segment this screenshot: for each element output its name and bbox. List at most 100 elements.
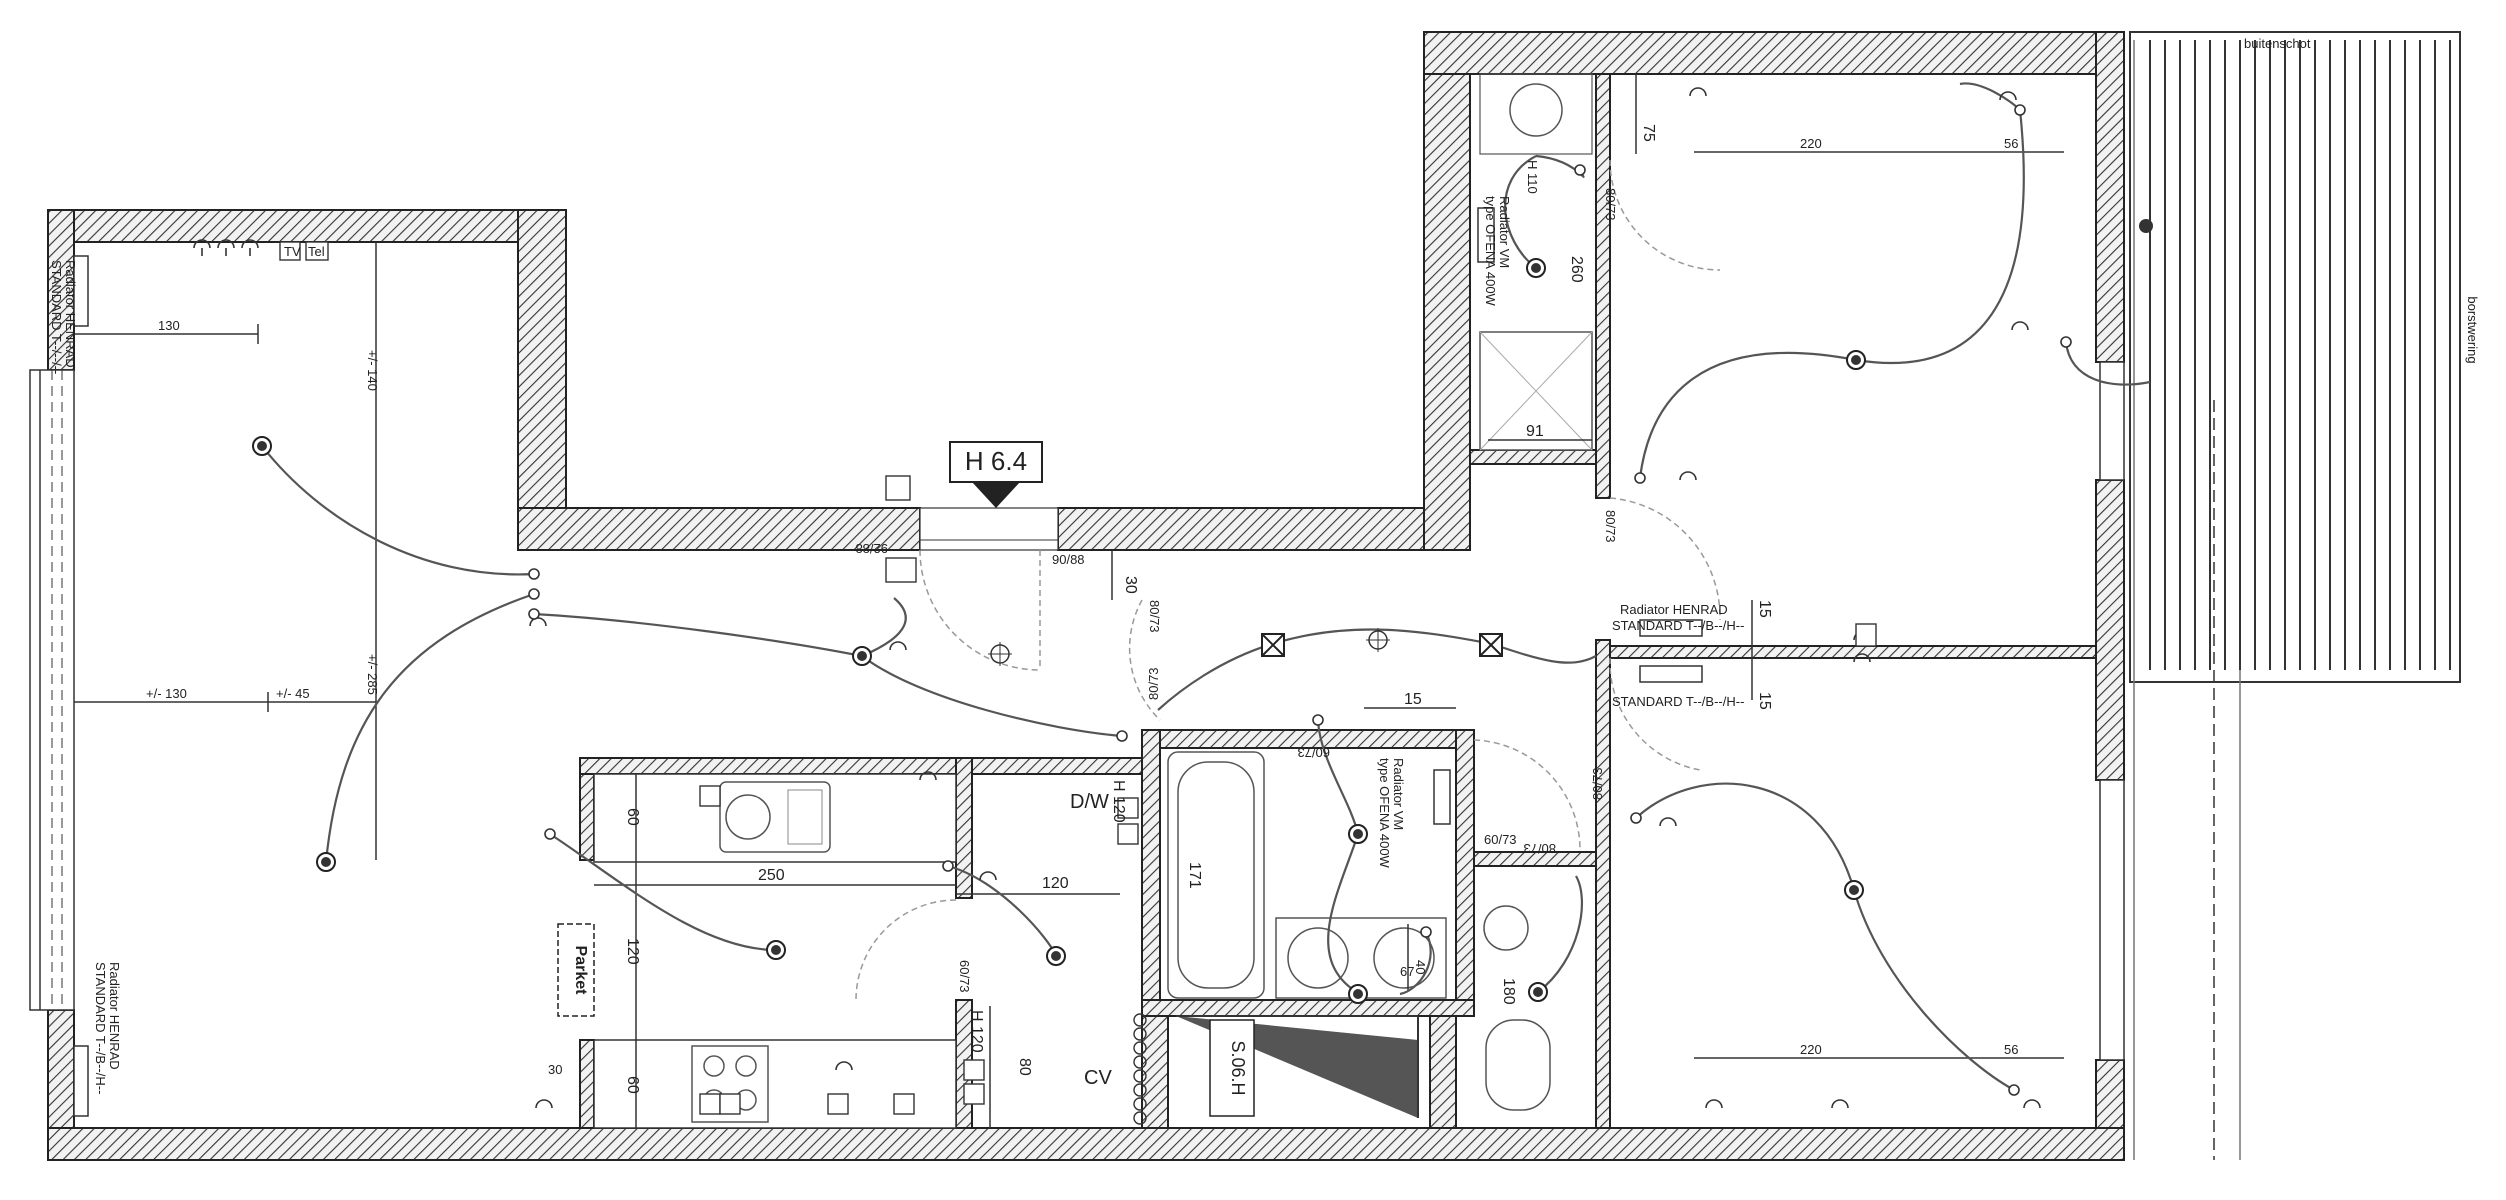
door-6073b: 60/73 [1297,745,1330,760]
location-tag-label: H 6.4 [965,446,1027,476]
dim-60b: 60 [624,1076,641,1094]
switch-icon [1630,812,1642,824]
radiator-note-hall-upper: Radiator HENRAD [1620,602,1728,617]
door-6073a: 60/73 [1484,832,1517,847]
socket-icon [217,239,235,256]
door-8073b: 80/73 [1146,667,1161,700]
ceiling-light-icon [252,436,272,456]
wall-light-icon [988,642,1012,666]
dim-250: 250 [758,867,785,884]
radiator-note-bottomleft: Radiator HENRAD [107,962,122,1070]
left-window [29,369,75,1011]
ceiling-light-icon [316,852,336,872]
switch-icon [2008,1084,2020,1096]
socket-icon [2023,1099,2041,1109]
dim-56a: 56 [2004,136,2018,151]
recessed-light-icon [1479,633,1503,657]
dim-220b: 220 [1800,1042,1822,1057]
door-9288: 92/88 [855,541,888,556]
dim-120-vertical: 120 [624,938,641,965]
dim-15a: 15 [1404,691,1422,708]
outer-walls [47,31,2125,1161]
small-outlet-boxes [279,241,1877,1115]
switch-icon [1574,164,1586,176]
door-8073e: 80/73 [1590,767,1605,800]
dim-67: 67 [1400,964,1414,979]
bath-radiator-note: Radiator VM [1391,758,1406,830]
ceiling-light-icon [1348,824,1368,844]
socket-icon [1679,471,1697,481]
height-h120a: H 120 [1110,780,1127,823]
socket-icon [1659,817,1677,827]
dim-75: 75 [1640,124,1657,142]
height-h120b: H 120 [968,1010,985,1053]
radiator-std-topleft: STANDARD T--/--/-- [49,260,64,374]
socket-icon [193,239,211,256]
shower-radiator-type: type OFENA 400W [1483,196,1498,307]
location-tag: H 6.4 [949,441,1043,508]
dimension-lines [74,74,2064,1128]
dim-220a: 220 [1800,136,1822,151]
borstwering-label: borstwering [2465,296,2480,363]
socket-icon [2011,321,2029,331]
socket-icon [1831,1099,1849,1109]
recessed-light-icon [1261,633,1285,657]
socket-symbols [193,87,2072,1109]
socket-icon [1999,91,2017,101]
ceiling-light-icon [1526,258,1546,278]
socket-icon [979,871,997,881]
switch-icon [1312,714,1324,726]
ceiling-light-icon [766,940,786,960]
switch-icon [528,608,540,620]
ceiling-light-icon [1046,946,1066,966]
dw-label: D/W [1070,791,1109,813]
radiator-std-hall-lower: STANDARD T--/B--/H-- [1612,694,1744,709]
switch-icon [2060,336,2072,348]
door-6073c: 60/73 [957,960,972,993]
parket-text: Parket [572,946,589,996]
switch-icon [942,860,954,872]
entrance-door [919,507,1059,671]
balcony [2129,31,2461,1160]
switch-icon [544,828,556,840]
ceiling-light-icon [1348,984,1368,1004]
wall-light-icon [1366,628,1390,652]
door-8073f: 80/73 [1523,841,1556,856]
shaft-pipes [1133,1013,1147,1125]
socket-icon [535,1099,553,1109]
dim-30: 30 [1122,576,1139,594]
parket-label: Parket [557,923,595,1017]
radiator-note-topleft: Radiator HENRAD [63,260,78,368]
dim-pm140: +/- 140 [365,350,380,391]
dim-80: 80 [1016,1058,1033,1076]
shower-area [1479,73,1593,451]
bath-radiator-type: type OFENA 400W [1377,758,1392,869]
height-h110: H 110 [1525,160,1540,194]
wc-fixtures [1483,905,1551,1111]
dim-56b: 56 [2004,1042,2018,1057]
radiator-std-hall-upper: STANDARD T--/B--/H-- [1612,618,1744,633]
radiator-icons [73,207,1703,1117]
unit-code: S.06.H [1209,1019,1255,1117]
socket-icon [1853,653,1871,663]
ceiling-light-icon [852,646,872,666]
switch-icon [528,568,540,580]
dim-171: 171 [1186,862,1203,889]
tv-label: TV [284,244,301,259]
dim-60a: 60 [624,808,641,826]
door-8073d: 80/73 [1603,510,1618,543]
dim-260: 260 [1568,256,1585,283]
dim-15b: 15 [1756,600,1773,618]
tel-label: Tel [308,244,325,259]
dim-15c: 15 [1756,692,1773,710]
radiator-std-bottomleft: STANDARD T--/B--/H-- [93,962,108,1094]
dim-pm130: +/- 130 [146,686,187,701]
unit-code-label: S.06.H [1228,1040,1248,1095]
switch-icon [528,588,540,600]
dim-120-horizontal: 120 [1042,875,1069,892]
dim-40: 40 [1413,960,1428,974]
door-8073c: 80/73 [1603,188,1618,221]
bathtub [1167,751,1265,999]
kitchen-counter-top [593,773,957,863]
